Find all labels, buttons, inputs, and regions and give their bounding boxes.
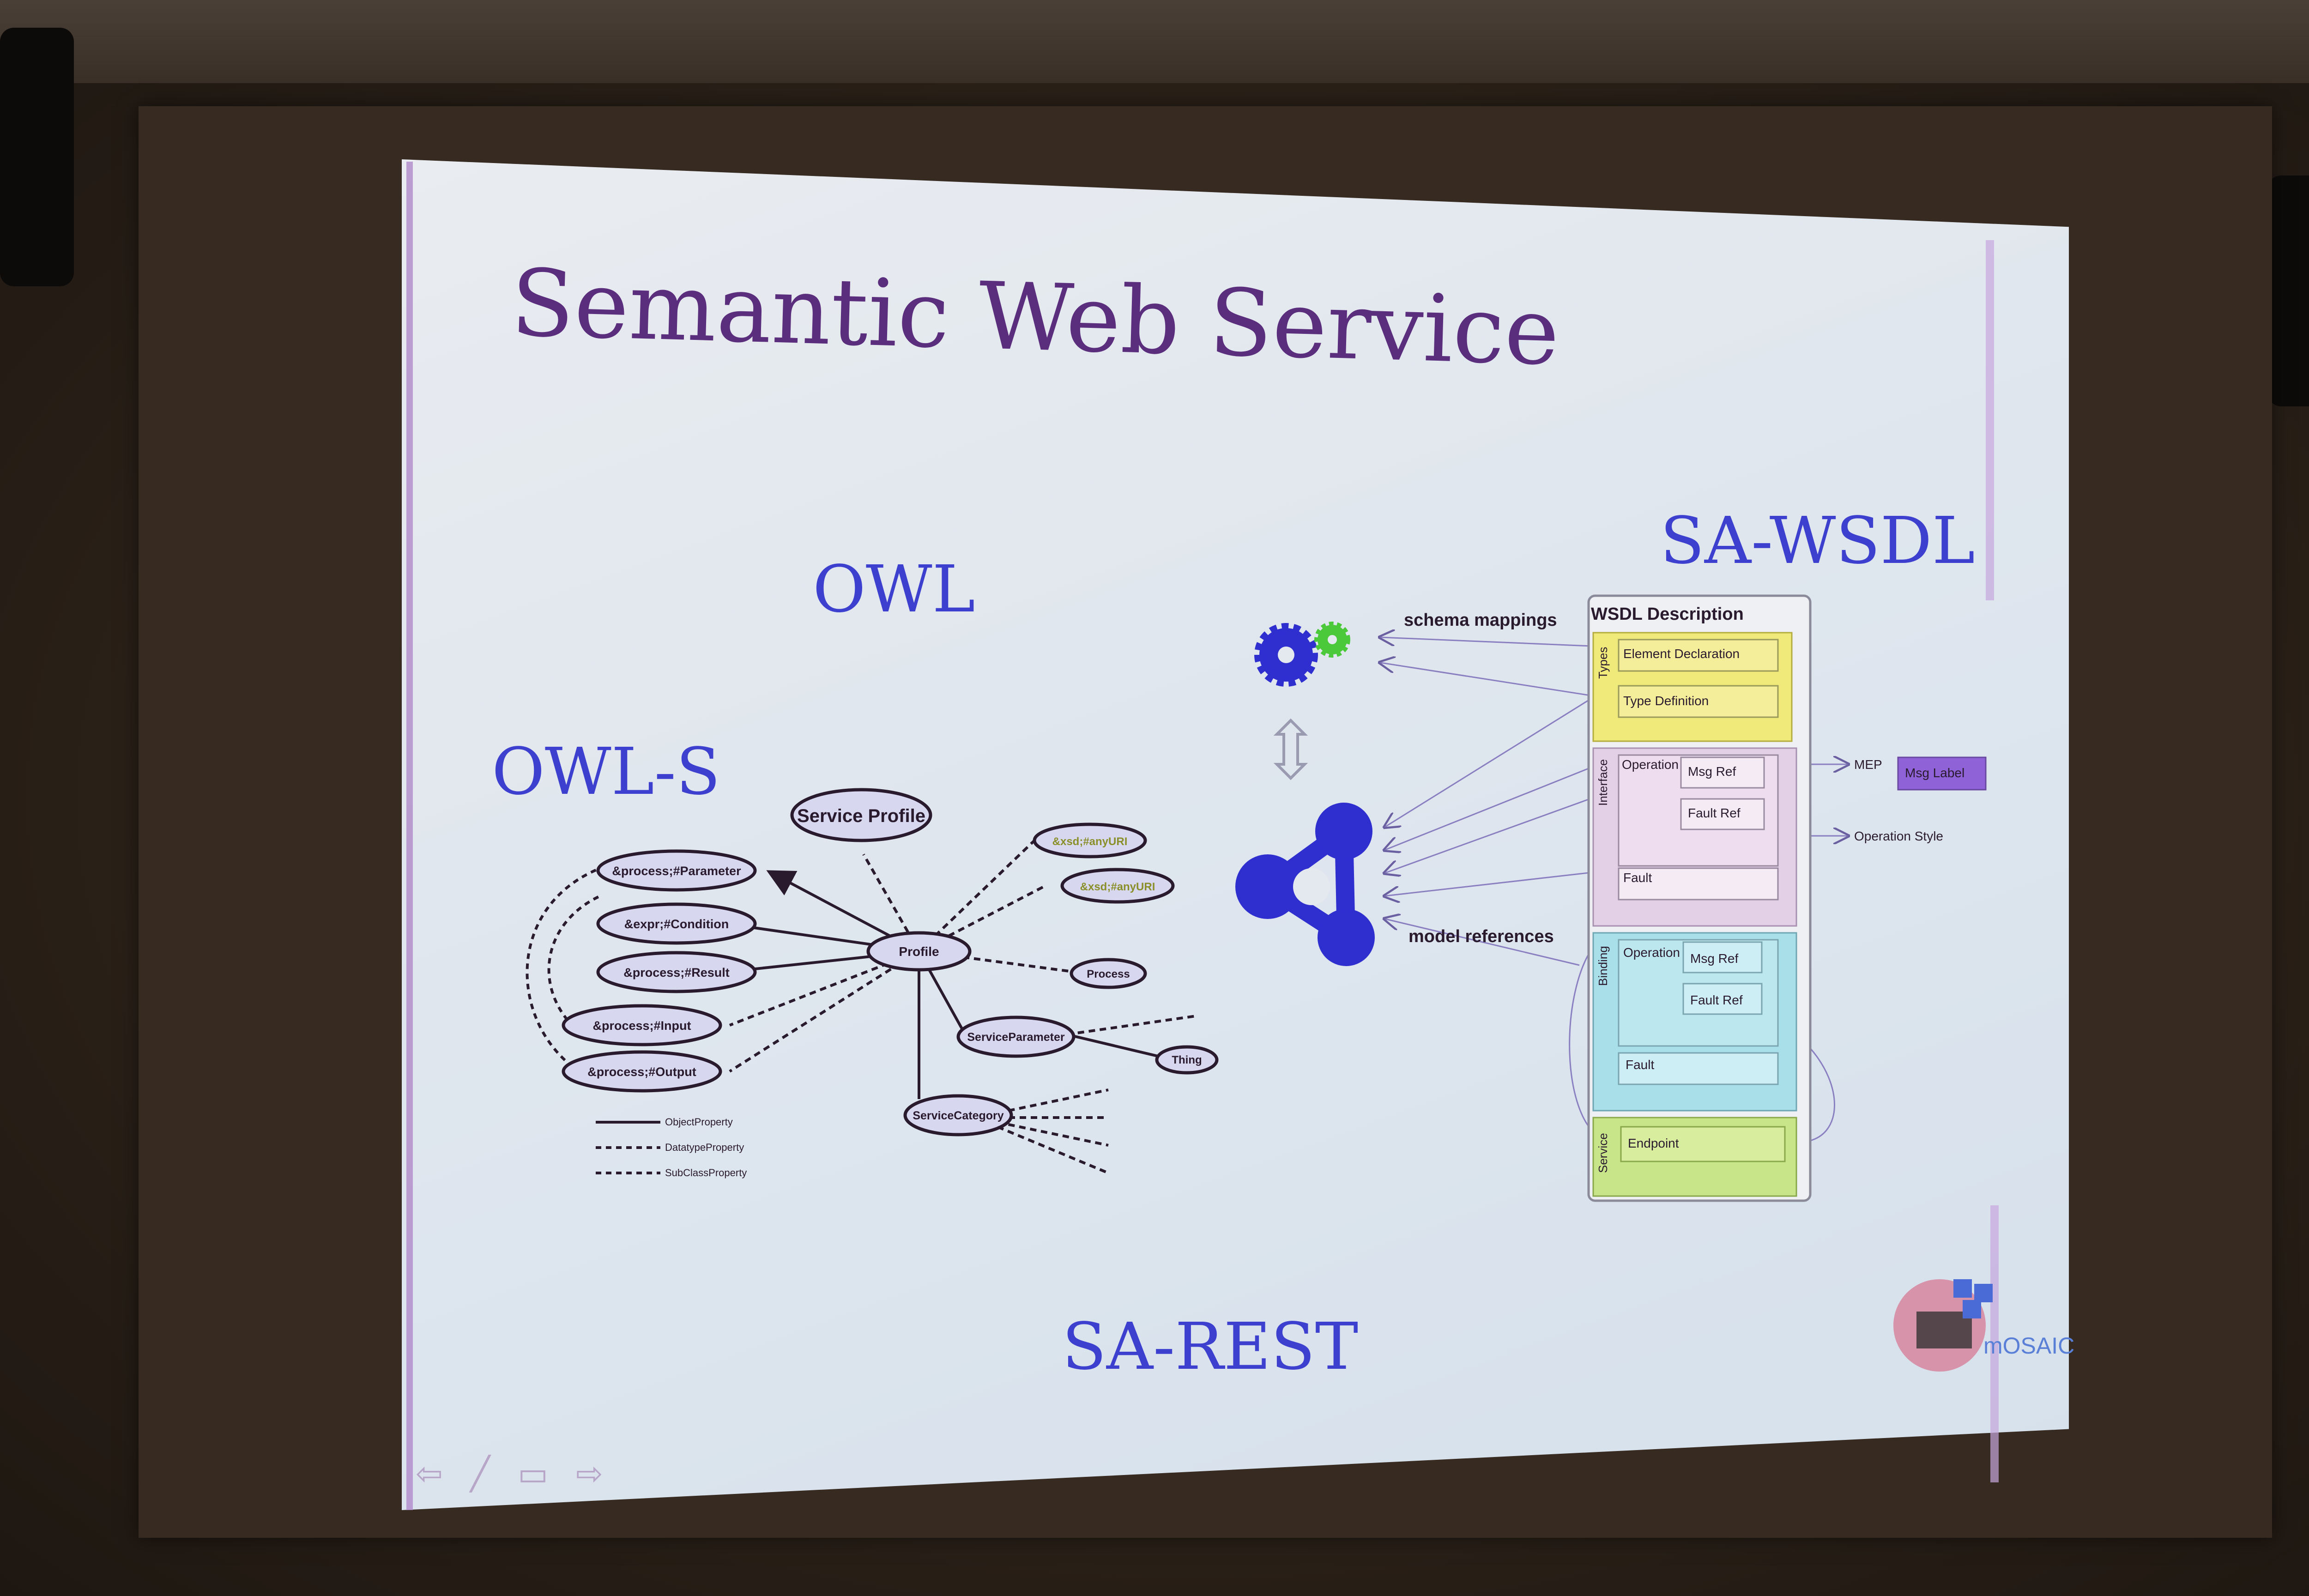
text-parameter: &process;#Parameter <box>612 864 741 878</box>
text-result: &process;#Result <box>623 966 730 979</box>
types-section: Types Element Declaration Type Definitio… <box>1592 632 1793 742</box>
interface-section: Interface Operation Msg Ref Fault Ref Fa… <box>1592 747 1797 927</box>
text-schema-mappings: schema mappings <box>1404 611 1557 630</box>
text-service-parameter: ServiceParameter <box>967 1031 1065 1044</box>
sa-rest-label: SA-REST <box>1062 1309 1359 1384</box>
text-condition: &expr;#Condition <box>624 917 729 931</box>
legend-object-property: ObjectProperty <box>665 1116 733 1128</box>
nav-pen-icon: ╱ <box>470 1455 490 1493</box>
text-thing: Thing <box>1172 1054 1202 1066</box>
text-binding-operation: Operation <box>1623 945 1680 960</box>
sawsdl-arrows <box>1381 637 1847 1142</box>
service-section: Service Endpoint <box>1592 1117 1797 1197</box>
mosaic-logo-icon <box>1893 1279 1993 1372</box>
right-speaker <box>2267 175 2309 406</box>
ceiling <box>0 0 2309 83</box>
left-speaker <box>0 28 74 286</box>
text-mep: MEP <box>1854 757 1882 772</box>
owls-nodes <box>562 788 1219 1137</box>
sawsdl-texts-external: schema mappings model references <box>1404 611 1557 946</box>
text-operation-style: Operation Style <box>1854 829 1943 843</box>
double-arrow-icon <box>1273 718 1308 780</box>
owl-label: OWL <box>813 552 975 627</box>
text-model-references: model references <box>1408 927 1554 946</box>
slide-left-rule <box>406 162 413 1510</box>
text-anyuri-1: &xsd;#anyURI <box>1052 835 1128 848</box>
text-process: Process <box>1087 968 1130 980</box>
legend-subclass-property: SubClassProperty <box>665 1167 747 1179</box>
binding-section: Binding Operation Msg Ref Fault Ref Faul… <box>1592 932 1797 1112</box>
text-binding-fault-ref: Fault Ref <box>1690 993 1743 1007</box>
gear-icons <box>1254 622 1350 687</box>
legend-datatype-property: DatatypeProperty <box>665 1142 744 1153</box>
text-anyuri-2: &xsd;#anyURI <box>1080 881 1155 893</box>
slide-nav-icons: ⇦ ╱ ▭ ⇨ <box>416 1455 603 1493</box>
text-endpoint: Endpoint <box>1628 1136 1679 1150</box>
text-type-definition: Type Definition <box>1623 694 1709 708</box>
node-thing <box>1155 1045 1219 1075</box>
owls-diagram <box>526 839 1197 1174</box>
text-service-profile: Service Profile <box>797 806 925 826</box>
text-binding: Binding <box>1596 946 1610 986</box>
owl-s-label: OWL-S <box>492 734 720 810</box>
slide-right-rule-lower <box>1990 1205 1999 1482</box>
node-service-profile <box>790 788 932 842</box>
node-output <box>562 1050 722 1093</box>
node-service-category <box>903 1094 1013 1137</box>
semantic-web-logo-icon <box>1235 803 1375 966</box>
text-service: Service <box>1596 1133 1610 1173</box>
text-msg-label: Msg Label <box>1905 766 1964 780</box>
text-interface-fault-ref: Fault Ref <box>1688 806 1741 820</box>
nav-back-icon: ⇦ <box>416 1455 443 1493</box>
text-types: Types <box>1596 647 1610 679</box>
text-element-declaration: Element Declaration <box>1623 647 1740 661</box>
node-result <box>596 951 757 993</box>
node-anyuri-2 <box>1060 868 1175 904</box>
text-service-category: ServiceCategory <box>913 1109 1003 1122</box>
text-binding-fault: Fault <box>1626 1058 1654 1072</box>
owls-node-texts: Service Profile Profile &process;#Parame… <box>587 806 1202 1122</box>
node-parameter <box>596 849 757 892</box>
node-condition <box>596 902 757 945</box>
node-input <box>562 1004 722 1046</box>
sawsdl-side-labels: MEP Msg Label Operation Style <box>1854 756 1987 843</box>
slide-right-rule <box>1986 240 1994 600</box>
node-process <box>1070 958 1147 989</box>
text-output: &process;#Output <box>587 1065 696 1079</box>
text-interface: Interface <box>1596 759 1610 806</box>
node-profile <box>866 931 972 972</box>
mosaic-logo-text: mOSAIC <box>1983 1333 2075 1359</box>
text-wsdl-description: WSDL Description <box>1591 605 1744 624</box>
text-input: &process;#Input <box>592 1019 691 1033</box>
text-interface-fault: Fault <box>1623 871 1652 885</box>
text-profile: Profile <box>899 944 939 959</box>
owls-legend: ObjectProperty DatatypeProperty SubClass… <box>665 1116 747 1179</box>
nav-forward-icon: ⇨ <box>575 1455 603 1493</box>
text-interface-msg-ref: Msg Ref <box>1688 764 1736 779</box>
node-anyuri-1 <box>1033 822 1147 858</box>
msg-label-box <box>1897 756 1987 791</box>
nav-screen-icon: ▭ <box>517 1455 548 1493</box>
text-interface-operation: Operation <box>1622 757 1679 772</box>
node-service-parameter <box>956 1016 1076 1058</box>
sa-wsdl-label: SA-WSDL <box>1660 503 1975 579</box>
text-binding-msg-ref: Msg Ref <box>1690 951 1738 966</box>
